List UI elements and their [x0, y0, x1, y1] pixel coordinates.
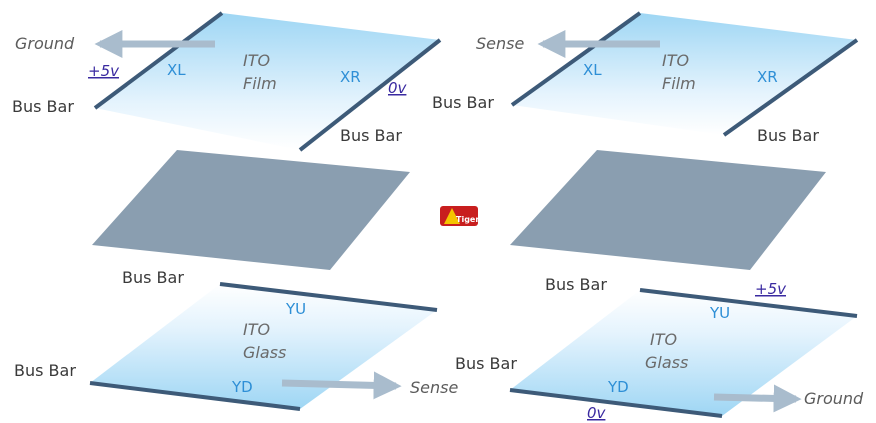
- bus-bar-label-top: Bus Bar: [545, 275, 607, 294]
- arrow-label: Sense: [476, 34, 524, 53]
- bus-bar-left: [93, 11, 224, 110]
- ito-glass-sheet: [510, 290, 857, 416]
- electrode-yd: YD: [231, 378, 253, 396]
- left-spacer-layer: [92, 150, 410, 270]
- arrow-label: Ground: [15, 34, 75, 53]
- bus-bar-label-left: Bus Bar: [12, 97, 74, 116]
- right-glass-layer: Bus Bar +5v YU ITO Glass Bus Bar YD 0v G…: [455, 275, 864, 422]
- electrode-xr: XR: [340, 68, 361, 86]
- arrow-label: Ground: [804, 389, 864, 408]
- material-line2: Film: [662, 74, 696, 93]
- material-line1: ITO: [662, 51, 689, 70]
- ito-glass-sheet: [90, 284, 437, 409]
- ground-arrow: [713, 384, 802, 413]
- electrode-xr: XR: [757, 68, 778, 86]
- voltage-label-left: +5v: [88, 62, 120, 80]
- bus-bar-label-right: Bus Bar: [340, 126, 402, 145]
- electrode-yu: YU: [285, 300, 306, 318]
- bus-bar-bottom: [509, 388, 723, 418]
- bus-bar-bottom: [89, 381, 301, 411]
- material-line1: ITO: [243, 320, 270, 339]
- voltage-label-top: +5v: [755, 280, 787, 298]
- bus-bar-label-left: Bus Bar: [432, 93, 494, 112]
- bus-bar-label-left: Bus Bar: [14, 361, 76, 380]
- logo-text: Tiger: [456, 215, 479, 224]
- electrode-xl: XL: [167, 61, 186, 79]
- material-line2: Glass: [243, 343, 286, 362]
- material-line2: Glass: [645, 353, 688, 372]
- voltage-label-bottom: 0v: [587, 404, 607, 422]
- logo-badge: Tiger: [440, 206, 479, 226]
- material-line1: ITO: [243, 51, 270, 70]
- bus-bar-label-right: Bus Bar: [757, 126, 819, 145]
- material-line2: Film: [243, 74, 277, 93]
- bus-bar-label-left: Bus Bar: [455, 354, 517, 373]
- sense-arrow: [281, 371, 402, 400]
- bus-bar-right: [722, 38, 859, 137]
- right-spacer-layer: [510, 150, 826, 270]
- bus-bar-right: [298, 38, 442, 152]
- arrow-label: Sense: [410, 378, 458, 397]
- electrode-yd: YD: [607, 378, 629, 396]
- bus-bar-top: [219, 282, 438, 312]
- left-glass-layer: Bus Bar YU ITO Glass Bus Bar YD Sense: [14, 268, 458, 411]
- material-line1: ITO: [650, 330, 677, 349]
- electrode-yu: YU: [709, 304, 730, 322]
- bus-bar-label-top: Bus Bar: [122, 268, 184, 287]
- bus-bar-top: [639, 288, 858, 318]
- bus-bar-left: [510, 11, 642, 107]
- electrode-xl: XL: [583, 61, 602, 79]
- right-film-layer: Sense XL ITO Film XR Bus Bar Bus Bar: [432, 11, 859, 145]
- voltage-label-right: 0v: [388, 79, 408, 97]
- left-film-layer: Ground +5v XL ITO Film XR 0v Bus Bar Bus…: [12, 11, 442, 152]
